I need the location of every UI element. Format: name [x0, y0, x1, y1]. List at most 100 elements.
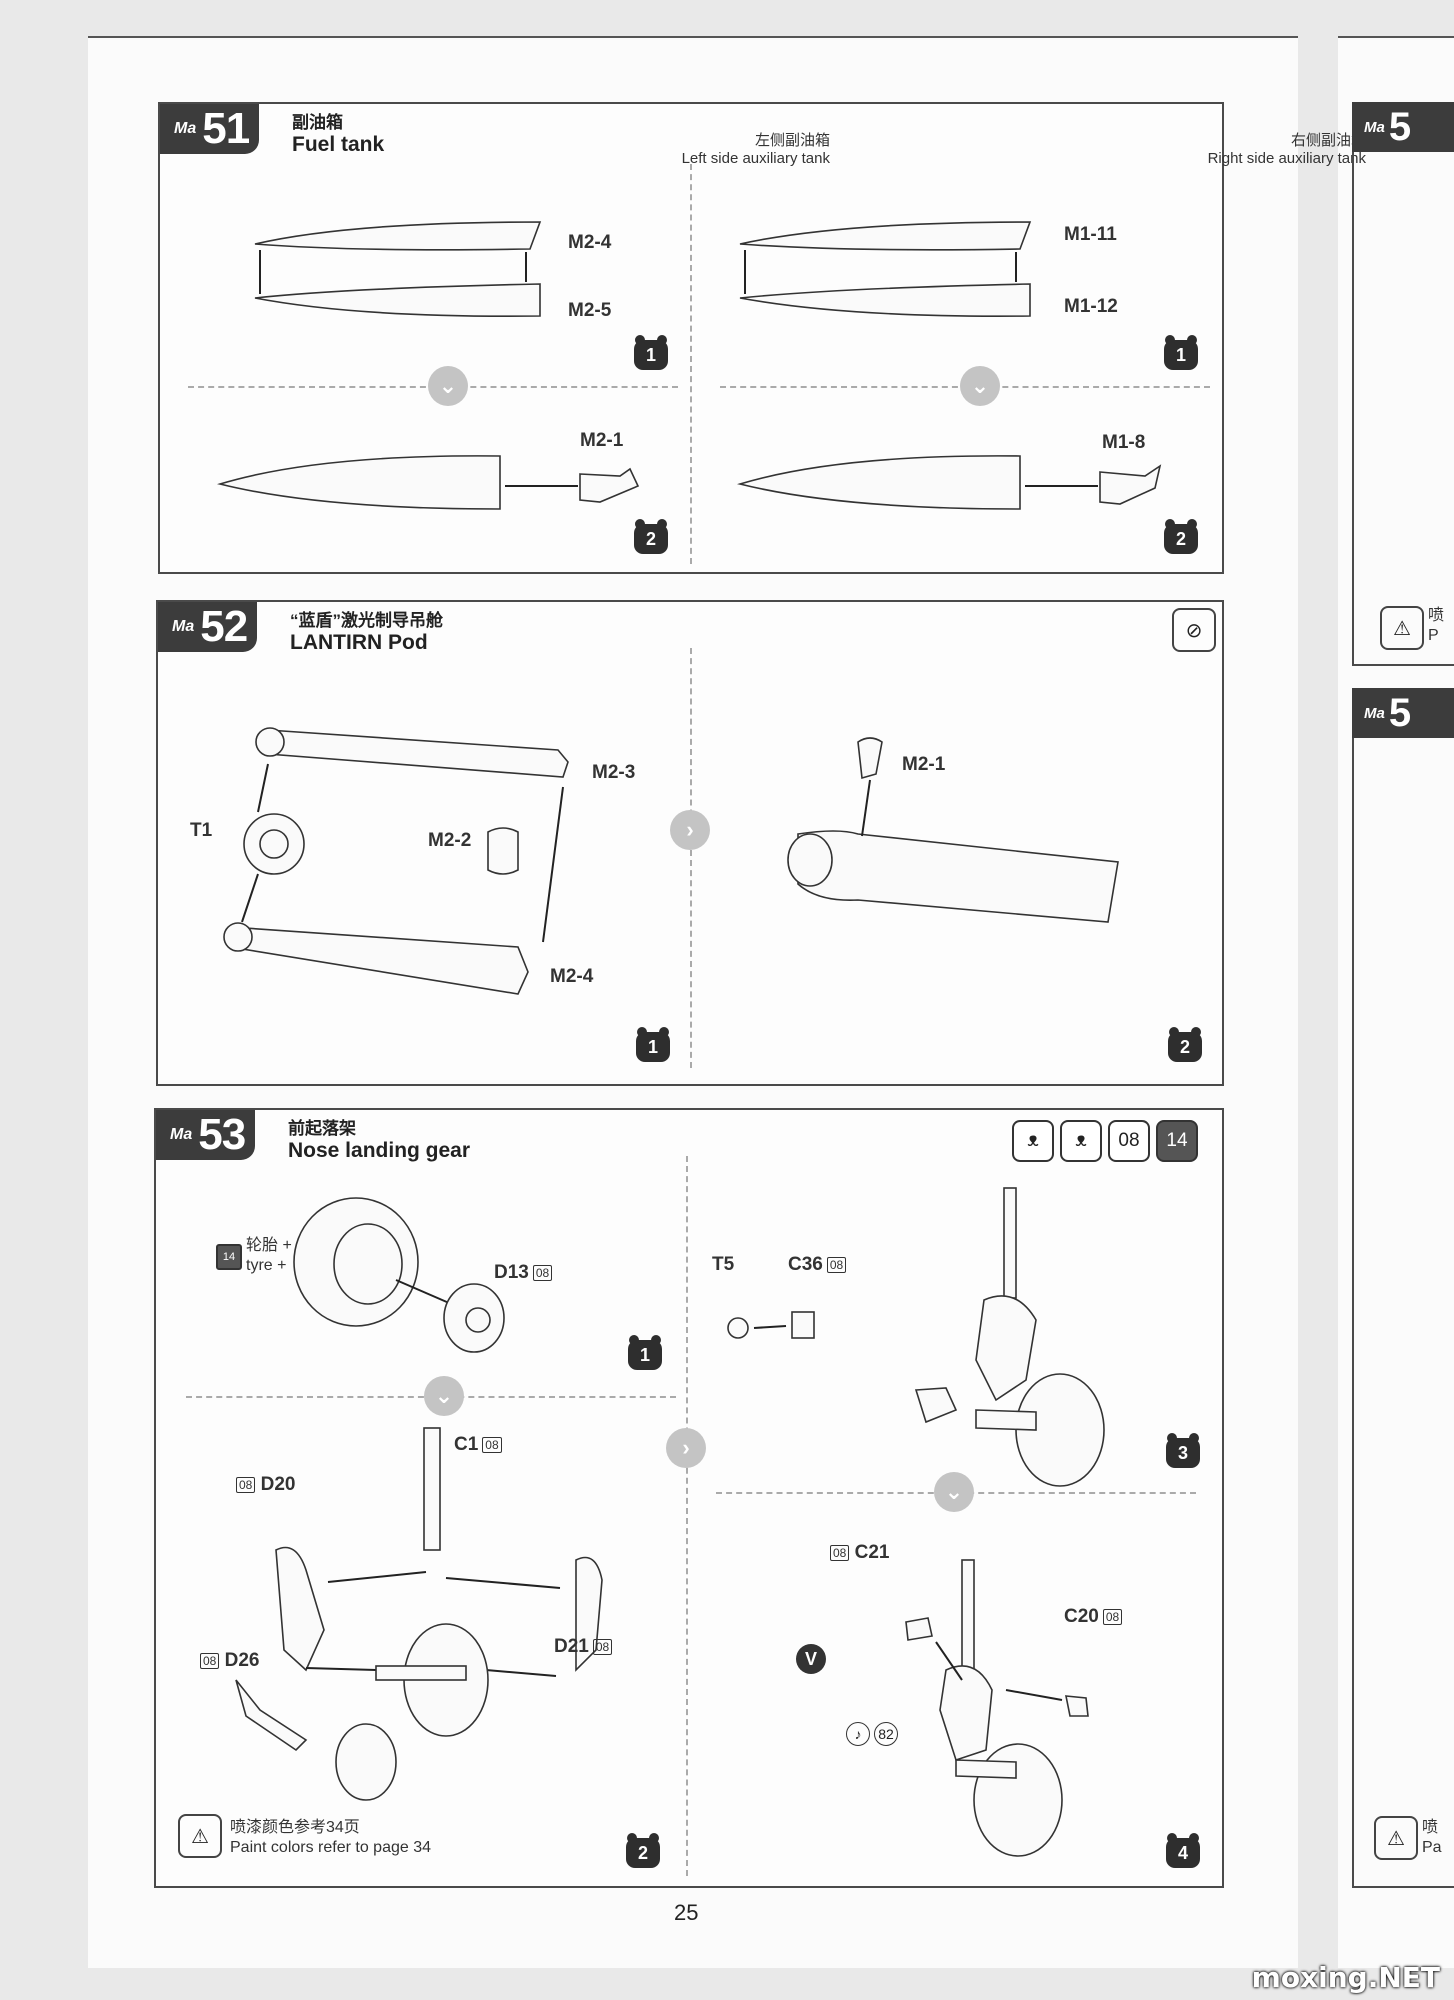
- v-marker-icon: V: [796, 1644, 826, 1674]
- part-m2-3: M2-3: [592, 762, 636, 783]
- step-52-tag: Ma 52: [158, 602, 258, 652]
- paint-code: 14: [1156, 1120, 1198, 1162]
- step-53-tag: Ma 53: [156, 1110, 256, 1160]
- tyre-paint-code: 14: [216, 1244, 242, 1270]
- title-zh: “蓝盾”激光制导吊舱: [290, 611, 443, 630]
- part-m1-8: M1-8: [1102, 432, 1146, 453]
- vertical-divider: [690, 648, 692, 1068]
- step-number: 52: [200, 602, 248, 651]
- title-en: Nose landing gear: [288, 1139, 471, 1162]
- next-page-sheet: [1338, 36, 1454, 1968]
- step-badge: 3: [1166, 1433, 1200, 1468]
- paint-warning-icon: ⚠: [1380, 606, 1424, 650]
- no-glue-icon: ⊘: [1172, 608, 1216, 652]
- step-53-panel: Ma 53 前起落架 Nose landing gear ᴥ ᴥ 08 14 ⌄…: [154, 1108, 1224, 1888]
- part-d26: 08 D26: [196, 1650, 260, 1672]
- step-badge: 2: [634, 519, 668, 554]
- bear-mask-icon: ᴥ: [1060, 1120, 1102, 1162]
- left-en: Left side auxiliary tank: [681, 150, 830, 167]
- decal-ref: ♪ 82: [846, 1722, 898, 1746]
- note-en: Paint colors refer to page 34: [230, 1839, 432, 1856]
- step-51-panel: Ma 51 副油箱 Fuel tank 左侧副油箱 Left side auxi…: [158, 102, 1366, 574]
- fuel-tank-drawing: [216, 221, 1162, 510]
- lantirn-pod-drawing: [223, 727, 1119, 995]
- step-badge: 1: [628, 1335, 662, 1370]
- next-arrow-icon: ›: [670, 810, 710, 850]
- landing-gear-drawing: [235, 1187, 1105, 1857]
- right-zh: 右侧副油箱: [1290, 132, 1366, 149]
- brand-logo: Ma: [174, 120, 197, 137]
- brand-logo: Ma: [170, 1126, 193, 1143]
- vertical-divider: [690, 164, 692, 564]
- part-t5: T5: [712, 1254, 735, 1275]
- tyre-en: tyre +: [246, 1257, 287, 1274]
- step-51-tag: Ma 51: [160, 104, 260, 154]
- paint-warning-icon: ⚠: [178, 1814, 222, 1858]
- paint-icons: ᴥ ᴥ 08 14: [1012, 1120, 1198, 1162]
- brand-logo: Ma: [1364, 704, 1385, 722]
- part-m2-4: M2-4: [550, 966, 594, 987]
- part-m2-2: M2-2: [428, 830, 472, 851]
- note-zh: 喷漆颜色参考34页: [230, 1819, 360, 1836]
- step-53-title: 前起落架 Nose landing gear: [288, 1114, 470, 1163]
- tyre-zh: 轮胎 +: [246, 1237, 292, 1254]
- title-en: LANTIRN Pod: [290, 631, 428, 654]
- down-arrow-icon: ⌄: [424, 1376, 464, 1416]
- part-c21: 08 C21: [826, 1542, 890, 1564]
- left-zh: 左侧副油箱: [754, 132, 830, 149]
- title-zh: 副油箱: [292, 113, 343, 132]
- step-51-title: 副油箱 Fuel tank: [292, 108, 384, 157]
- step-badge: 4: [1166, 1833, 1200, 1868]
- down-arrow-icon: ⌄: [934, 1472, 974, 1512]
- decal-number: 82: [874, 1722, 898, 1746]
- step-number: 53: [198, 1110, 246, 1159]
- brand-logo: Ma: [1364, 118, 1385, 136]
- part-m2-4: M2-4: [568, 232, 612, 253]
- next-arrow-icon: ›: [666, 1428, 706, 1468]
- step-badge: 1: [1164, 335, 1198, 370]
- page-number: 25: [674, 1900, 699, 1925]
- decal-icon: ♪: [846, 1722, 870, 1746]
- step-52-title: “蓝盾”激光制导吊舱 LANTIRN Pod: [290, 606, 443, 655]
- part-m2-5: M2-5: [568, 300, 612, 321]
- title-zh: 前起落架: [288, 1119, 356, 1138]
- next-page-panel-1: [1352, 102, 1454, 666]
- bear-face-icon: ᴥ: [1012, 1120, 1054, 1162]
- part-m2-1: M2-1: [580, 430, 624, 451]
- down-arrow-icon: ⌄: [960, 366, 1000, 406]
- step-number: 5: [1388, 104, 1412, 149]
- step-badge: 2: [1168, 1027, 1202, 1062]
- step-badge: 2: [1164, 519, 1198, 554]
- step-badge: 2: [626, 1833, 660, 1868]
- watermark: moxing.NET: [1251, 1961, 1440, 1994]
- part-d20: 08 D20: [232, 1474, 296, 1496]
- next-page-panel-2: [1352, 688, 1454, 1888]
- right-en: Right side auxiliary tank: [1207, 150, 1366, 167]
- part-t1: T1: [190, 820, 213, 841]
- right-tank-caption: 右侧副油箱 Right side auxiliary tank: [1030, 132, 1366, 168]
- step-badge: 1: [636, 1027, 670, 1062]
- part-m1-11: M1-11: [1064, 224, 1117, 245]
- part-m1-12: M1-12: [1064, 296, 1118, 317]
- step-badge: 1: [634, 335, 668, 370]
- paint-warning-icon: ⚠: [1374, 1816, 1418, 1860]
- step-number: 5: [1388, 690, 1412, 735]
- step-number: 51: [202, 104, 250, 153]
- left-tank-caption: 左侧副油箱 Left side auxiliary tank: [500, 132, 830, 168]
- tyre-label: 轮胎 + tyre +: [246, 1236, 292, 1276]
- vertical-divider: [686, 1156, 688, 1876]
- step-52-panel: Ma 52 “蓝盾”激光制导吊舱 LANTIRN Pod ⊘ › M2-3 T1…: [156, 600, 1224, 1086]
- title-en: Fuel tank: [292, 133, 385, 156]
- paint-note: 喷漆颜色参考34页 Paint colors refer to page 34: [230, 1818, 431, 1858]
- down-arrow-icon: ⌄: [428, 366, 468, 406]
- paint-code: 08: [1108, 1120, 1150, 1162]
